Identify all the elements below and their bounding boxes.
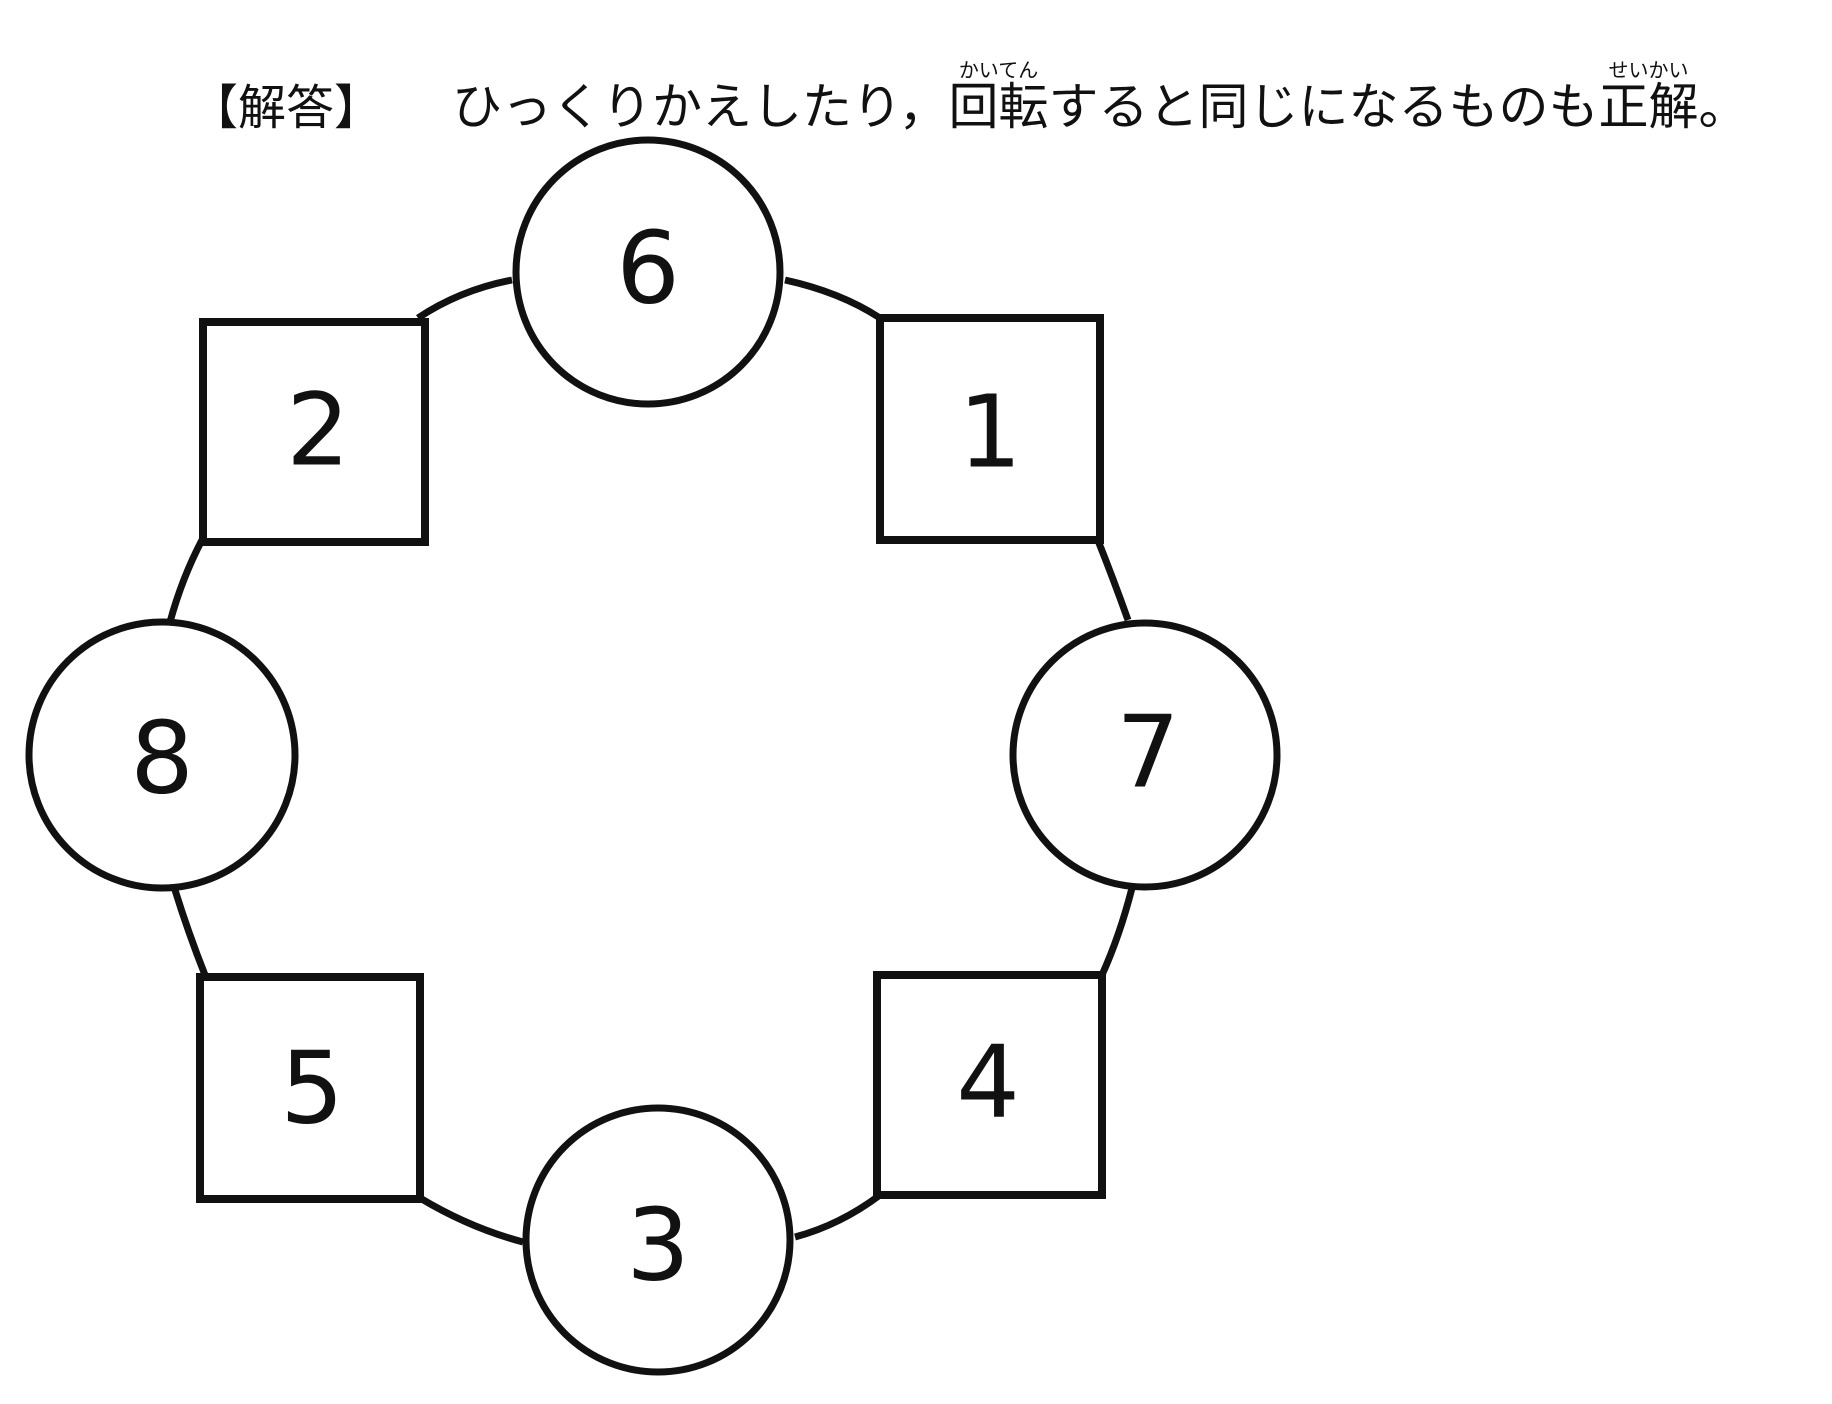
connector-right-bottom (1098, 887, 1136, 977)
ruby-kaiten: かいてん 回転 (949, 60, 1049, 132)
connector-left-bottom (171, 888, 209, 977)
sentence-part-1: ひっくりかえしたり， (452, 78, 949, 136)
answer-header: 【解答】 ひっくりかえしたり， かいてん 回転 すると同じになるものも せいかい… (190, 42, 1749, 132)
node-top-circle: 6 (512, 136, 784, 408)
connector-right-top (1093, 536, 1132, 622)
ruby-seikai: せいかい 正解 (1599, 60, 1699, 132)
ring-connectors (166, 276, 1136, 1246)
node-bottom-left-square: 5 (196, 973, 424, 1203)
node-top-right-square: 1 (876, 314, 1104, 544)
node-bottom-right-square: 4 (873, 971, 1106, 1199)
node-value: 4 (956, 1024, 1020, 1141)
node-right-circle: 7 (1009, 619, 1281, 891)
sentence-part-3: 。 (1698, 78, 1749, 136)
answer-sentence: ひっくりかえしたり， かいてん 回転 すると同じになるものも せいかい 正解 。 (452, 60, 1749, 132)
node-value: 6 (616, 210, 680, 327)
node-value: 7 (1116, 694, 1180, 811)
ruby-seikai-base: 正解 (1598, 78, 1699, 136)
node-value: 5 (280, 1030, 344, 1147)
node-top-left-square: 2 (199, 318, 429, 546)
node-left-circle: 8 (25, 618, 299, 892)
node-value: 8 (130, 700, 194, 817)
node-value: 1 (958, 374, 1022, 491)
sentence-part-2: すると同じになるものも (1048, 78, 1599, 136)
node-value: 3 (626, 1187, 690, 1304)
ruby-kaiten-reading: かいてん (958, 58, 1039, 82)
node-value: 2 (286, 372, 350, 489)
connector-left-top (166, 538, 206, 623)
connector-top-left (416, 276, 513, 321)
connector-bottom-left (418, 1194, 524, 1246)
ruby-kaiten-base: 回転 (948, 78, 1049, 136)
answer-label: 【解答】 (190, 80, 383, 136)
node-bottom-circle: 3 (522, 1104, 794, 1376)
connector-bottom-right (794, 1192, 883, 1241)
connector-top-right (784, 276, 882, 321)
ruby-seikai-reading: せいかい (1608, 58, 1689, 82)
